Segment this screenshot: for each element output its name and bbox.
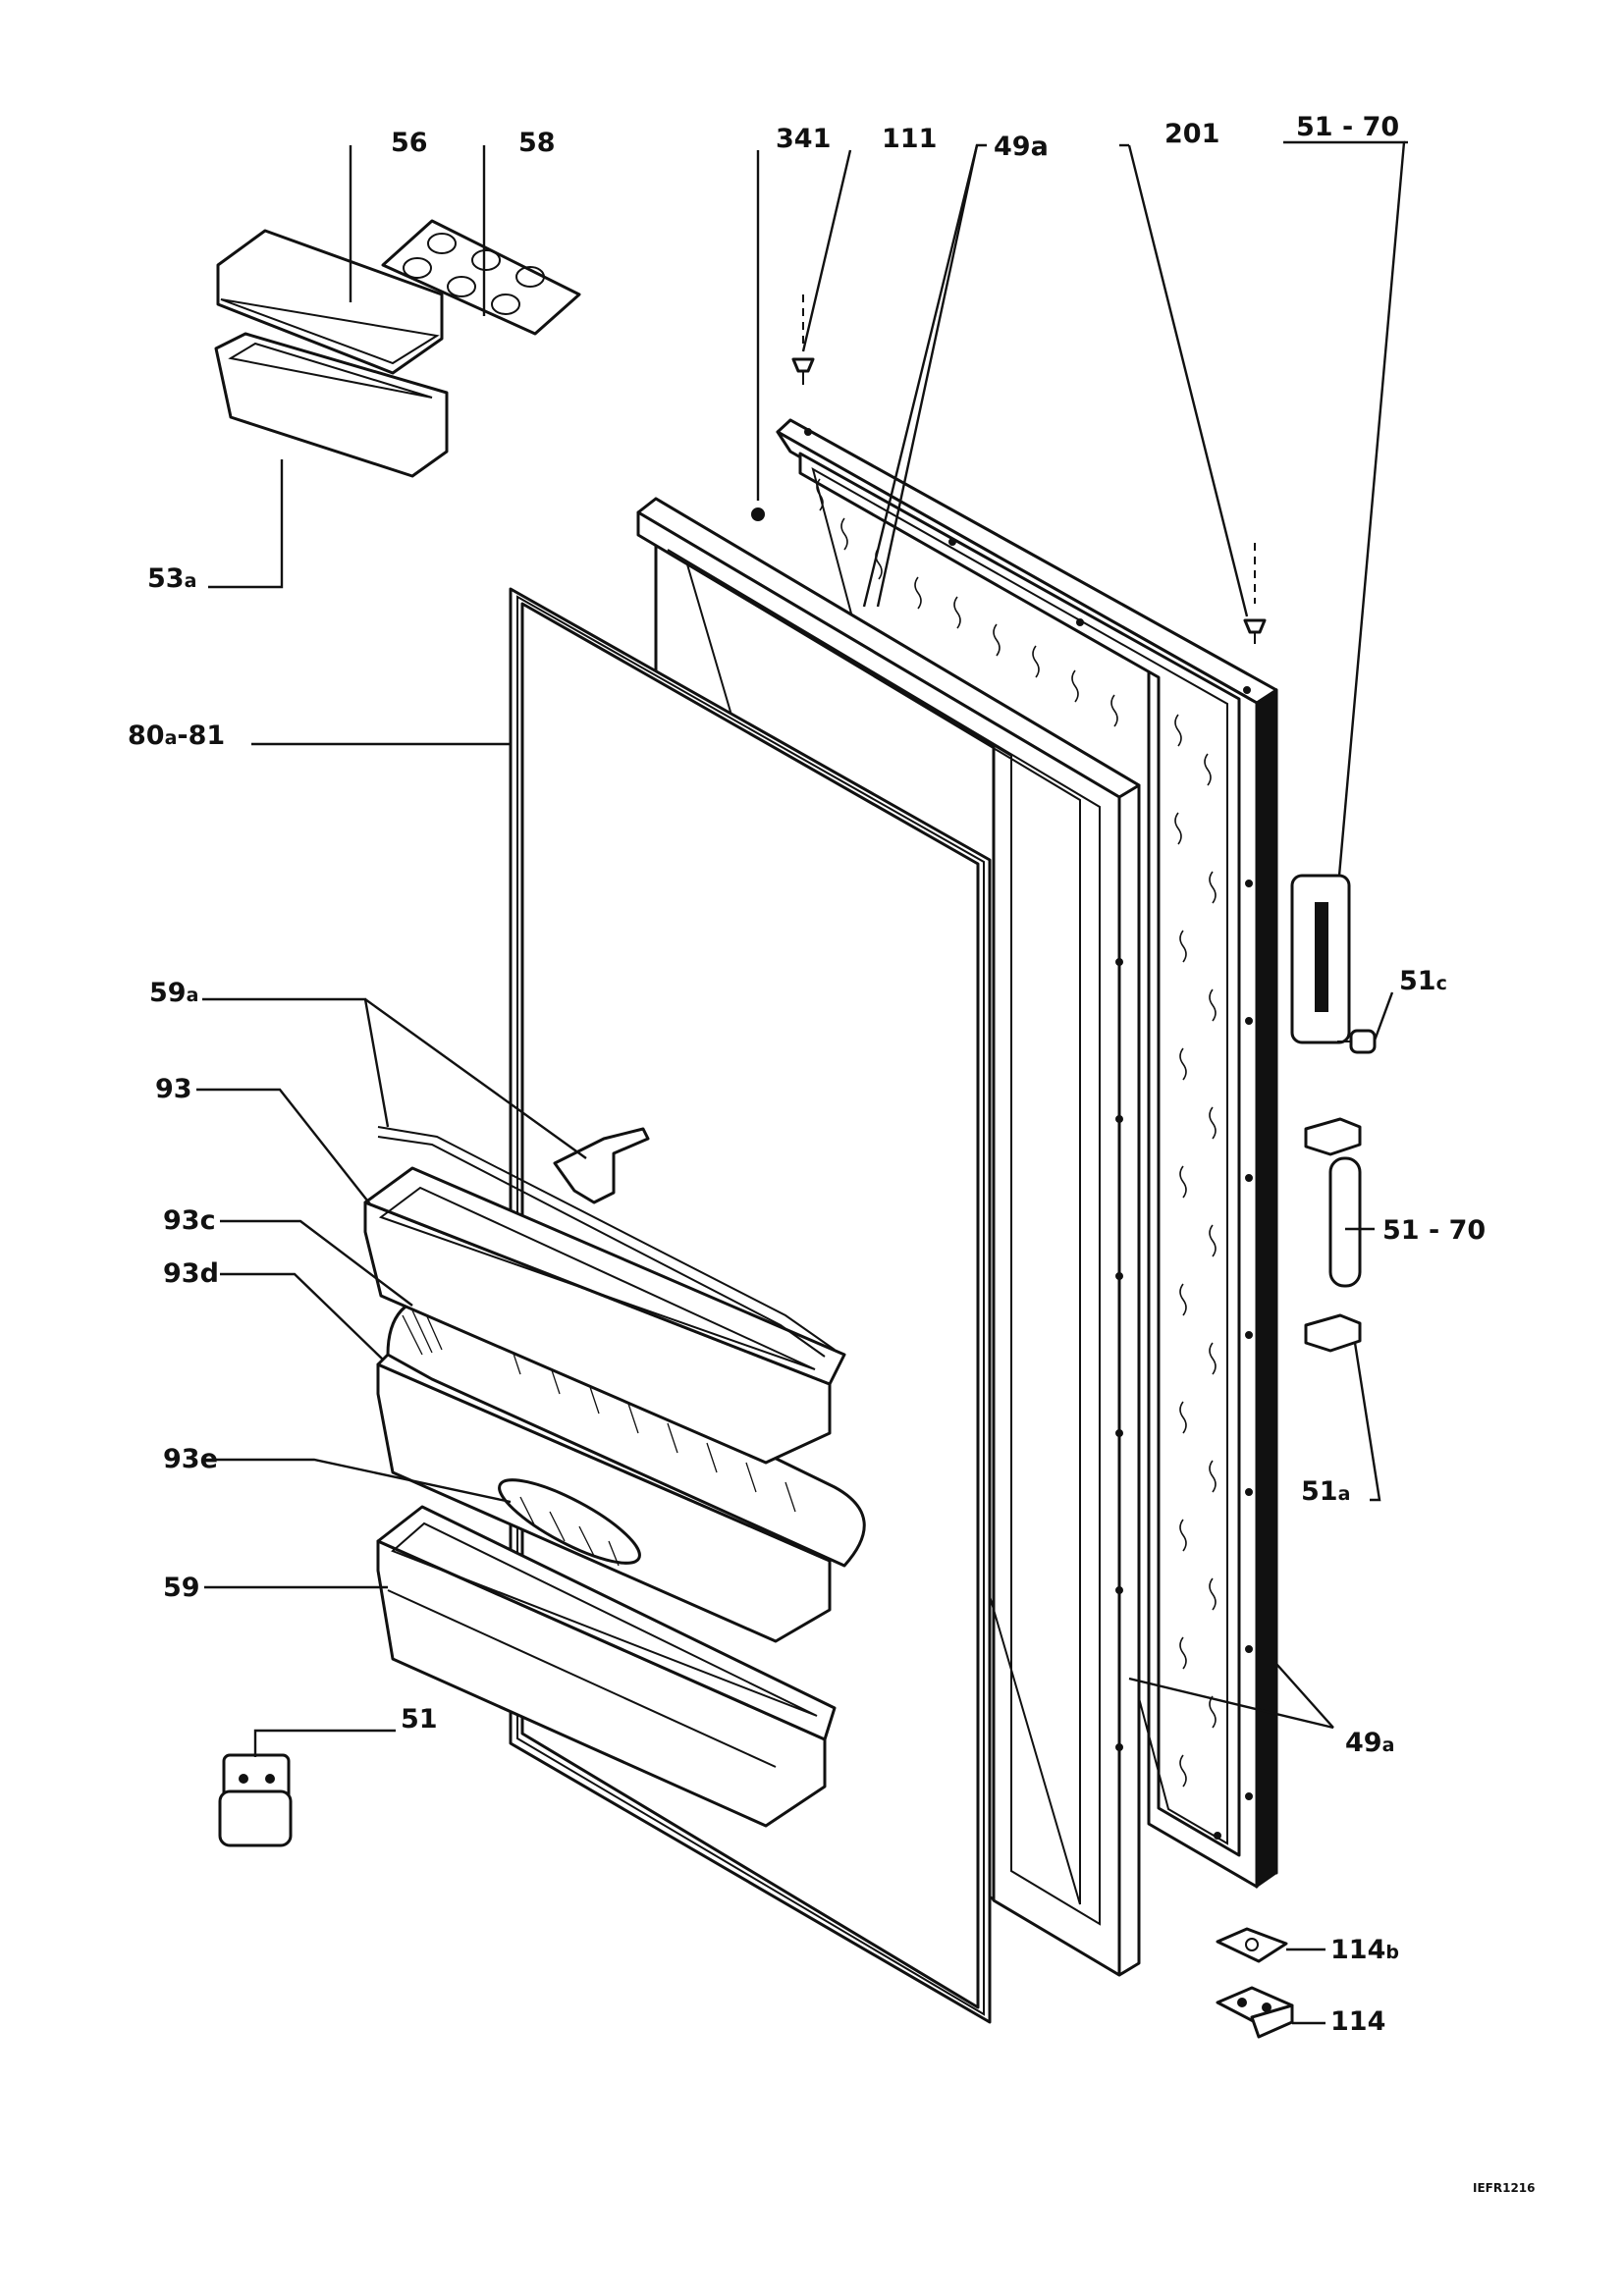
label-53a: 53a: [147, 563, 196, 594]
plate-114b: [1216, 1927, 1288, 1963]
label-51-70-mid: 51 - 70: [1382, 1215, 1486, 1246]
label-49a-bottom: 49a: [1345, 1728, 1394, 1758]
label-51a: 51a: [1301, 1476, 1350, 1507]
plate-114: [1216, 1986, 1294, 2039]
leader-lines: [196, 140, 1408, 2025]
label-51c: 51c: [1399, 966, 1447, 996]
label-58: 58: [518, 128, 556, 158]
panel-holes: [804, 428, 1253, 1840]
insulation-pattern: [816, 478, 1217, 1788]
label-114b: 114b: [1330, 1935, 1399, 1965]
callouts: 56 58 53a 341 111 49a 201 51 - 70 80a-81…: [128, 112, 1536, 2195]
label-80a-81: 80a-81: [128, 721, 225, 751]
label-51: 51: [401, 1704, 438, 1735]
label-93: 93: [155, 1074, 192, 1104]
catch-51: [218, 1753, 293, 1847]
hinge-assembly: [1304, 1117, 1362, 1353]
label-93c: 93c: [163, 1205, 216, 1236]
butter-lid-56: [216, 229, 444, 375]
label-56: 56: [391, 128, 428, 158]
lower-shelf-59: [376, 1505, 837, 1828]
label-59a: 59a: [149, 978, 198, 1008]
label-93e: 93e: [163, 1444, 218, 1474]
label-59: 59: [163, 1573, 200, 1603]
flap-93e: [498, 1478, 641, 1567]
screw-201: [1243, 543, 1267, 644]
label-341: 341: [776, 124, 831, 154]
screw-51c: [1337, 1029, 1377, 1054]
label-51-70-top: 51 - 70: [1296, 112, 1399, 142]
egg-cups: [403, 233, 545, 315]
top-shelf-93: [363, 1166, 846, 1465]
label-111: 111: [882, 124, 937, 154]
label-49a-top: 49a: [994, 132, 1049, 162]
screw-341: [751, 507, 765, 521]
label-201: 201: [1164, 119, 1219, 149]
screw-111: [791, 294, 815, 385]
label-93d: 93d: [163, 1258, 219, 1289]
door-handle-51-70: [1290, 874, 1351, 1044]
drawing-code: IEFR1216: [1473, 2181, 1536, 2195]
bottle-retainer-59a: [377, 1126, 836, 1358]
butter-box-53a: [214, 332, 449, 478]
label-114: 114: [1330, 2006, 1385, 2037]
shelf-cover-93c: [386, 1294, 866, 1568]
